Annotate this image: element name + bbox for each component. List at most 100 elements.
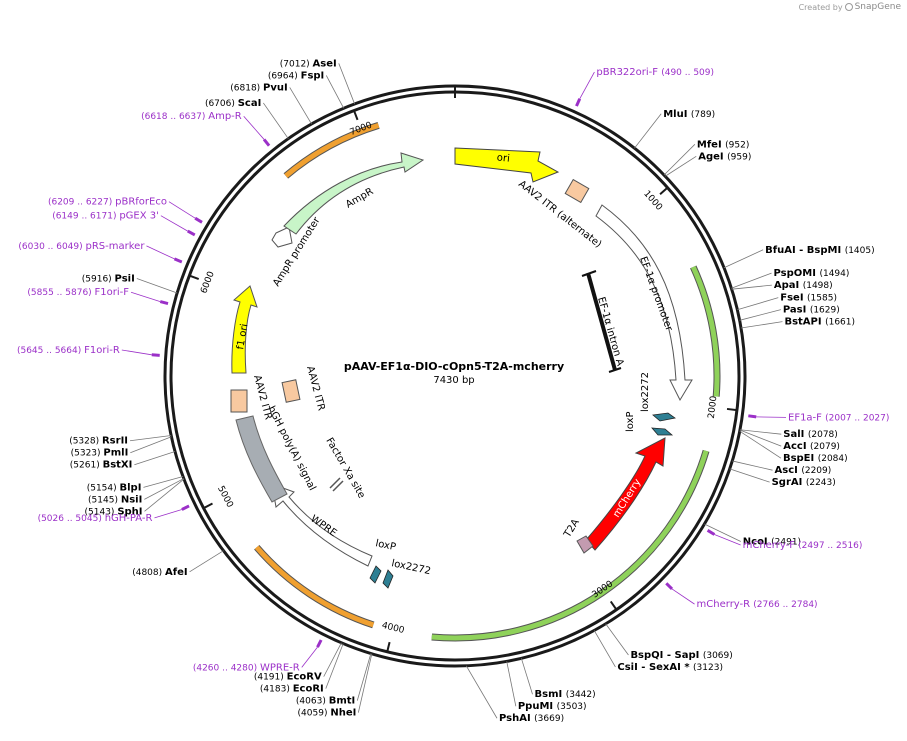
site-label-nhei[interactable]: (4059) NheI — [298, 708, 357, 719]
primer-label-pgex-3[interactable]: (6149 .. 6171) pGEX 3' — [52, 211, 159, 222]
site-label-sali[interactable]: SalI (2078) — [783, 429, 838, 440]
primer-marker-ef1a-f[interactable] — [748, 414, 757, 419]
site-label-mlui[interactable]: MluI (789) — [663, 109, 715, 120]
site-label-pshai[interactable]: PshAI (3669) — [499, 713, 564, 724]
site-label-scai[interactable]: (6706) ScaI — [205, 98, 261, 109]
ef1a-intron-bar[interactable] — [586, 272, 617, 371]
primer-marker-mcherry-f[interactable] — [706, 529, 716, 536]
site-leader-apai — [731, 284, 772, 290]
site-position: (6706) — [205, 99, 238, 109]
site-position: (3503) — [557, 702, 587, 712]
site-label-psii[interactable]: (5916) PsiI — [82, 273, 135, 284]
orange-arc-lower[interactable] — [254, 545, 375, 628]
site-name: PasI — [783, 305, 810, 316]
ampr-feature-arrow[interactable] — [283, 152, 425, 235]
lox2272-lower-marker[interactable] — [382, 569, 394, 589]
site-label-sphi[interactable]: (5143) SphI — [85, 506, 143, 517]
primer-label-wpre-r[interactable]: (4260 .. 4280) WPRE-R — [193, 662, 300, 673]
site-label-rsrii[interactable]: (5328) RsrII — [69, 436, 128, 447]
primer-marker-amp-r[interactable] — [262, 138, 271, 147]
site-leader-pvui — [289, 87, 312, 125]
primer-label-mcherry-f[interactable]: mCherry-F (2497 .. 2516) — [743, 540, 863, 551]
site-label-agei[interactable]: AgeI (959) — [698, 151, 751, 162]
site-leader-nhei — [357, 653, 373, 713]
site-label-bspqi-sapi[interactable]: BspQI - SapI (3069) — [630, 650, 732, 661]
site-label-bspei[interactable]: BspEI (2084) — [783, 453, 848, 464]
primer-marker-pbrforeco[interactable] — [194, 216, 203, 224]
site-label-apai[interactable]: ApaI (1498) — [774, 280, 833, 291]
primer-label-mcherry-r[interactable]: mCherry-R (2766 .. 2784) — [697, 599, 818, 610]
primer-marker-prs-marker[interactable] — [173, 257, 183, 264]
ampr-promoter-arrow[interactable] — [271, 226, 293, 248]
primer-label-f1ori-f[interactable]: (5855 .. 5876) F1ori-F — [27, 287, 129, 298]
primer-label-pbrforeco[interactable]: (6209 .. 6227) pBRforEco — [48, 197, 167, 208]
site-label-ecori[interactable]: (4183) EcoRI — [260, 684, 324, 695]
site-label-fspi[interactable]: (6964) FspI — [268, 70, 324, 81]
primer-marker-f1ori-r[interactable] — [151, 353, 160, 357]
primer-label-ef1a-f[interactable]: EF1a-F (2007 .. 2027) — [788, 412, 889, 423]
primer-range: (6209 .. 6227) — [48, 198, 115, 208]
aav2-itr-alternate-box[interactable] — [564, 178, 590, 204]
loxp-right-marker[interactable] — [651, 427, 674, 436]
lox2272-right-marker[interactable] — [652, 412, 676, 422]
primer-marker-wpre-r[interactable] — [316, 639, 323, 648]
site-position: (2209) — [801, 466, 831, 476]
green-arc-ef1a[interactable] — [690, 265, 720, 397]
site-label-afei[interactable]: (4808) AfeI — [132, 567, 187, 578]
site-label-csii-sexai[interactable]: CsiI - SexAI * (3123) — [617, 662, 723, 673]
site-label-fsei[interactable]: FseI (1585) — [780, 293, 837, 304]
loxp-lower-marker[interactable] — [369, 565, 382, 584]
site-leader-mfei — [663, 144, 696, 176]
primer-name: hGH-PA-R — [105, 513, 153, 524]
site-label-pasi[interactable]: PasI (1629) — [783, 305, 840, 316]
primer-label-prs-marker[interactable]: (6030 .. 6049) pRS-marker — [18, 241, 145, 252]
aav2-itr-left-box[interactable] — [230, 389, 248, 413]
site-leader-rsrii — [129, 435, 172, 442]
site-label-asei[interactable]: (7012) AseI — [280, 58, 337, 69]
primer-range: (5026 .. 5045) — [38, 514, 105, 524]
site-label-pvui[interactable]: (6818) PvuI — [230, 82, 287, 93]
hgh-polya-feature[interactable] — [235, 415, 288, 503]
t2a-box[interactable] — [576, 535, 594, 554]
loxp-right-label: loxP — [625, 411, 636, 432]
site-label-pspomi[interactable]: PspOMI (1494) — [774, 268, 850, 279]
primer-label-amp-r[interactable]: (6618 .. 6637) Amp-R — [141, 111, 242, 122]
primer-marker-pgex-3[interactable] — [187, 229, 196, 237]
f1-ori-feature-arrow[interactable] — [231, 285, 258, 374]
ef1a-promoter-arrow[interactable] — [595, 204, 693, 402]
site-label-bsmi[interactable]: BsmI (3442) — [535, 689, 596, 700]
site-label-ncoi[interactable]: NcoI (2491) — [743, 536, 801, 547]
site-position: (3442) — [566, 690, 596, 700]
primer-marker-mcherry-r[interactable] — [665, 582, 674, 590]
site-label-pmli[interactable]: (5323) PmlI — [71, 448, 129, 459]
site-label-bmti[interactable]: (4063) BmtI — [296, 696, 355, 707]
factor-xa-marker[interactable] — [329, 477, 341, 489]
site-position: (2084) — [818, 454, 848, 464]
site-label-ecorv[interactable]: (4191) EcoRV — [254, 672, 322, 683]
mcherry-feature-arrow[interactable] — [585, 437, 666, 551]
site-label-bstxi[interactable]: (5261) BstXI — [70, 460, 133, 471]
primer-leader-mcherry-r — [671, 588, 695, 605]
ori-feature-arrow[interactable] — [454, 147, 560, 183]
site-position: (4808) — [132, 568, 165, 578]
site-label-bstapi[interactable]: BstAPI (1661) — [784, 317, 855, 328]
site-label-ppumi[interactable]: PpuMI (3503) — [518, 701, 587, 712]
primer-label-f1ori-r[interactable]: (5645 .. 5664) F1ori-R — [17, 345, 120, 356]
site-label-blpi[interactable]: (5154) BlpI — [87, 482, 142, 493]
site-leader-sgrai — [729, 468, 770, 483]
site-label-asci[interactable]: AscI (2209) — [775, 465, 832, 476]
green-arc-mcherry[interactable] — [431, 450, 709, 641]
orange-arc-top[interactable] — [284, 123, 380, 178]
site-label-mfei[interactable]: MfeI (952) — [697, 139, 750, 150]
site-leader-bsmi — [520, 658, 533, 695]
primer-marker-f1ori-f[interactable] — [159, 300, 169, 305]
aav2-itr-inner-box[interactable] — [281, 379, 301, 403]
site-label-nsii[interactable]: (5145) NsiI — [88, 494, 142, 505]
primer-marker-pbr322ori-f[interactable] — [575, 98, 582, 107]
site-label-sgrai[interactable]: SgrAI (2243) — [772, 477, 836, 488]
primer-marker-hgh-pa-r[interactable] — [181, 504, 190, 511]
primer-label-pbr322ori-f[interactable]: pBR322ori-F (490 .. 509) — [596, 67, 714, 78]
site-label-bfuai-bspmi[interactable]: BfuAI - BspMI (1405) — [765, 245, 875, 256]
primer-label-hgh-pa-r[interactable]: (5026 .. 5045) hGH-PA-R — [38, 513, 153, 524]
site-label-acci[interactable]: AccI (2079) — [783, 441, 840, 452]
